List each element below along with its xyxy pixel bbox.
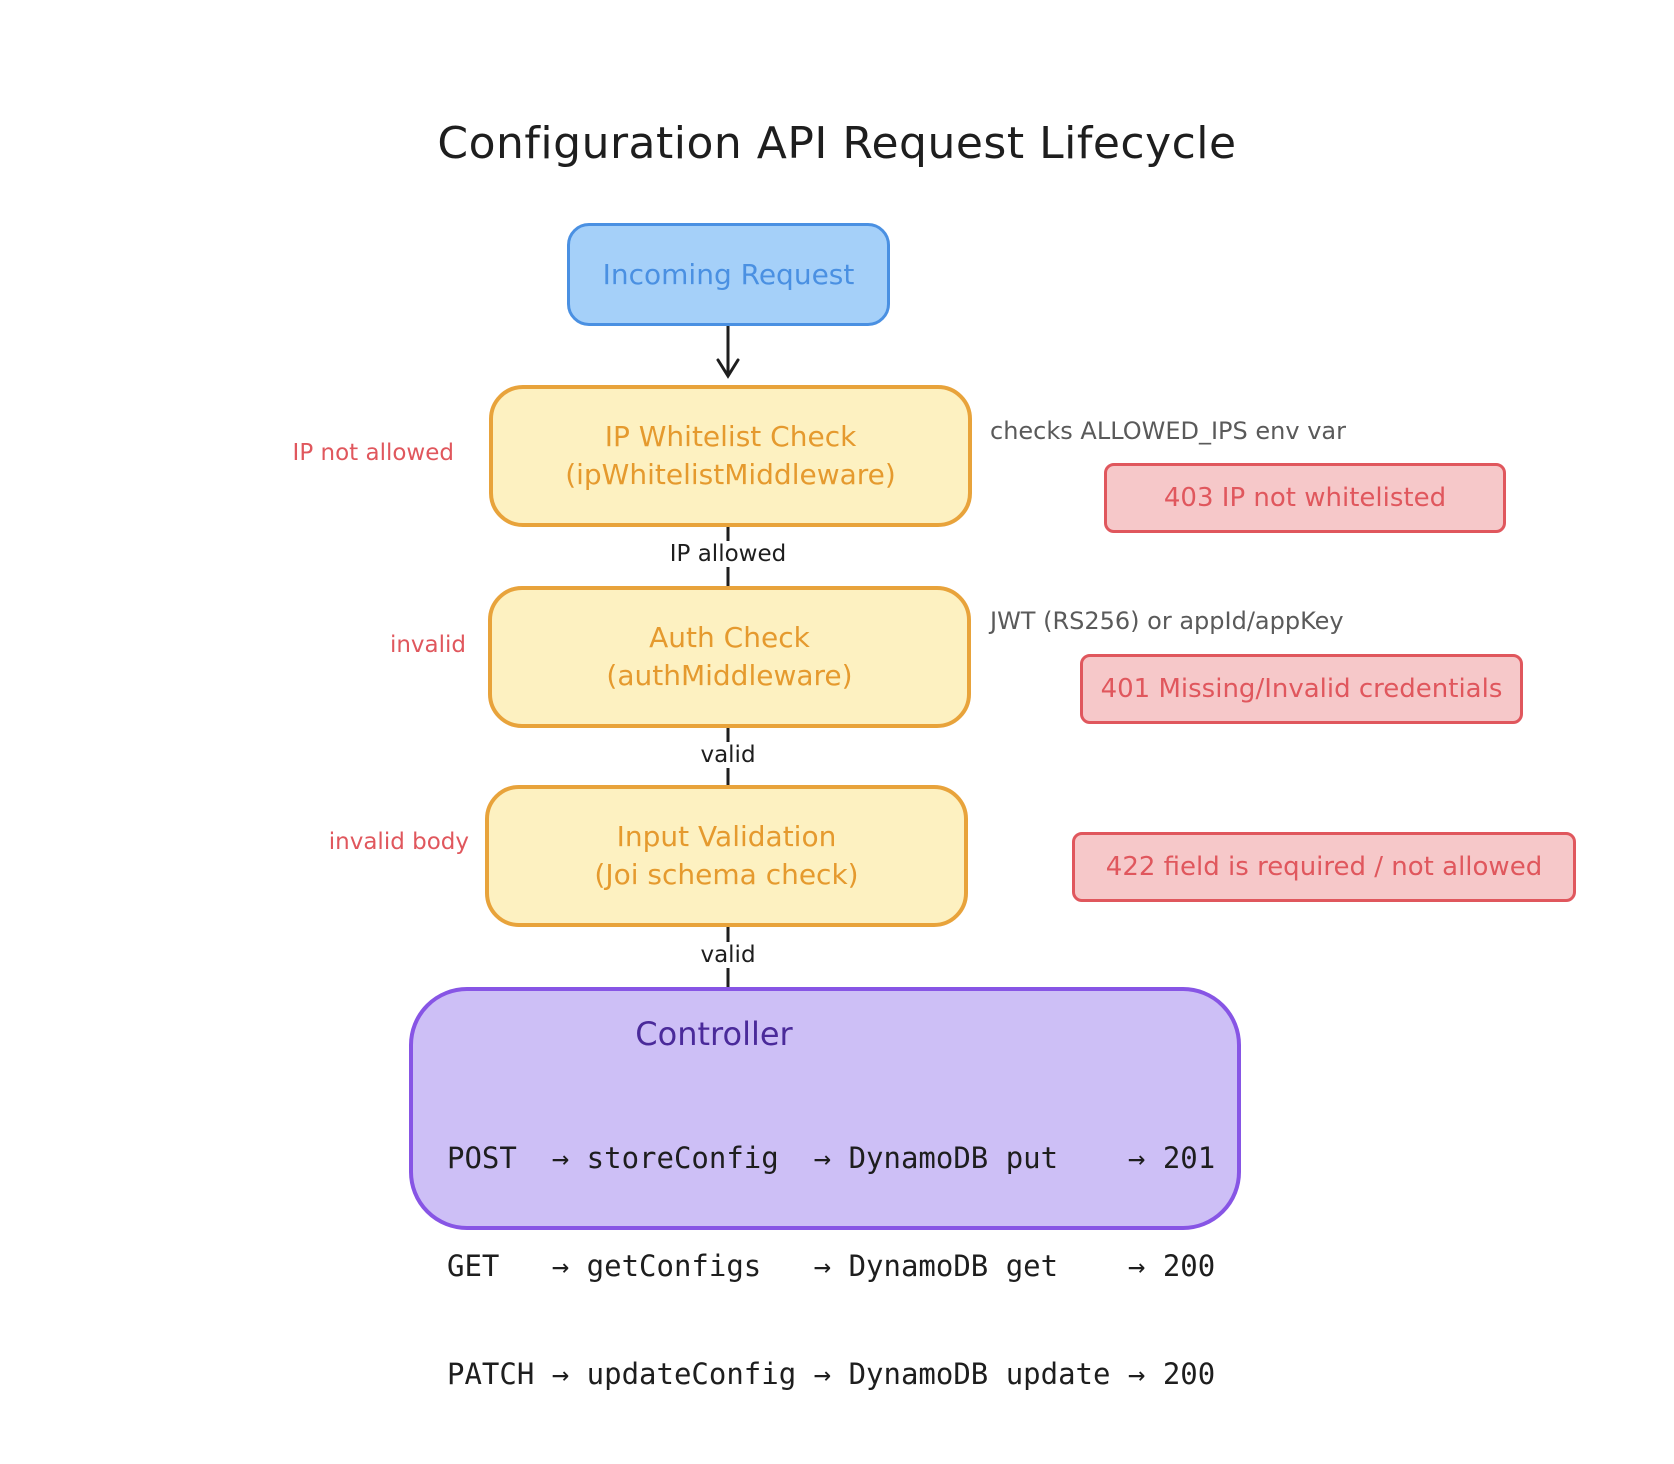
arrow-start-to-ip-check	[716, 326, 740, 379]
validation-valid-label: valid	[628, 942, 828, 968]
controller-title: Controller	[635, 1015, 793, 1053]
auth-valid-label: valid	[628, 742, 828, 768]
route-get: GET → getConfigs → DynamoDB get → 200	[447, 1249, 1216, 1283]
invalid-body-label: invalid body	[328, 829, 469, 855]
controller-node: Controller POST → storeConfig → DynamoDB…	[409, 987, 1241, 1391]
route-post: POST → storeConfig → DynamoDB put → 201	[447, 1141, 1216, 1175]
ip-whitelist-check-subtitle: (ipWhitelistMiddleware)	[565, 458, 896, 491]
auth-check-subtitle: (authMiddleware)	[606, 659, 853, 692]
error-403-box: 403 IP not whitelisted	[1104, 463, 1506, 533]
error-422-box: 422 field is required / not allowed	[1072, 832, 1576, 902]
ip-not-allowed-label: IP not allowed	[292, 440, 454, 466]
input-validation-node: Input Validation (Joi schema check)	[485, 785, 968, 927]
ip-whitelist-check-node: IP Whitelist Check (ipWhitelistMiddlewar…	[489, 385, 972, 527]
ip-whitelist-note: checks ALLOWED_IPS env var	[990, 417, 1346, 445]
input-validation-subtitle: (Joi schema check)	[594, 858, 859, 891]
incoming-request-node: Incoming Request	[567, 223, 890, 326]
route-patch: PATCH → updateConfig → DynamoDB update →…	[447, 1357, 1216, 1391]
auth-note: JWT (RS256) or appId/appKey	[990, 607, 1344, 635]
ip-whitelist-check-title: IP Whitelist Check	[604, 420, 857, 453]
ip-allowed-label: IP allowed	[628, 541, 828, 567]
error-401-box: 401 Missing/Invalid credentials	[1080, 654, 1523, 724]
auth-invalid-label: invalid	[389, 632, 466, 658]
diagram-title: Configuration API Request Lifecycle	[437, 118, 1237, 169]
auth-check-title: Auth Check	[649, 621, 810, 654]
incoming-request-label: Incoming Request	[602, 258, 855, 291]
auth-check-node: Auth Check (authMiddleware)	[488, 586, 971, 728]
controller-routes: POST → storeConfig → DynamoDB put → 201 …	[447, 1068, 1215, 1464]
input-validation-title: Input Validation	[616, 820, 837, 853]
